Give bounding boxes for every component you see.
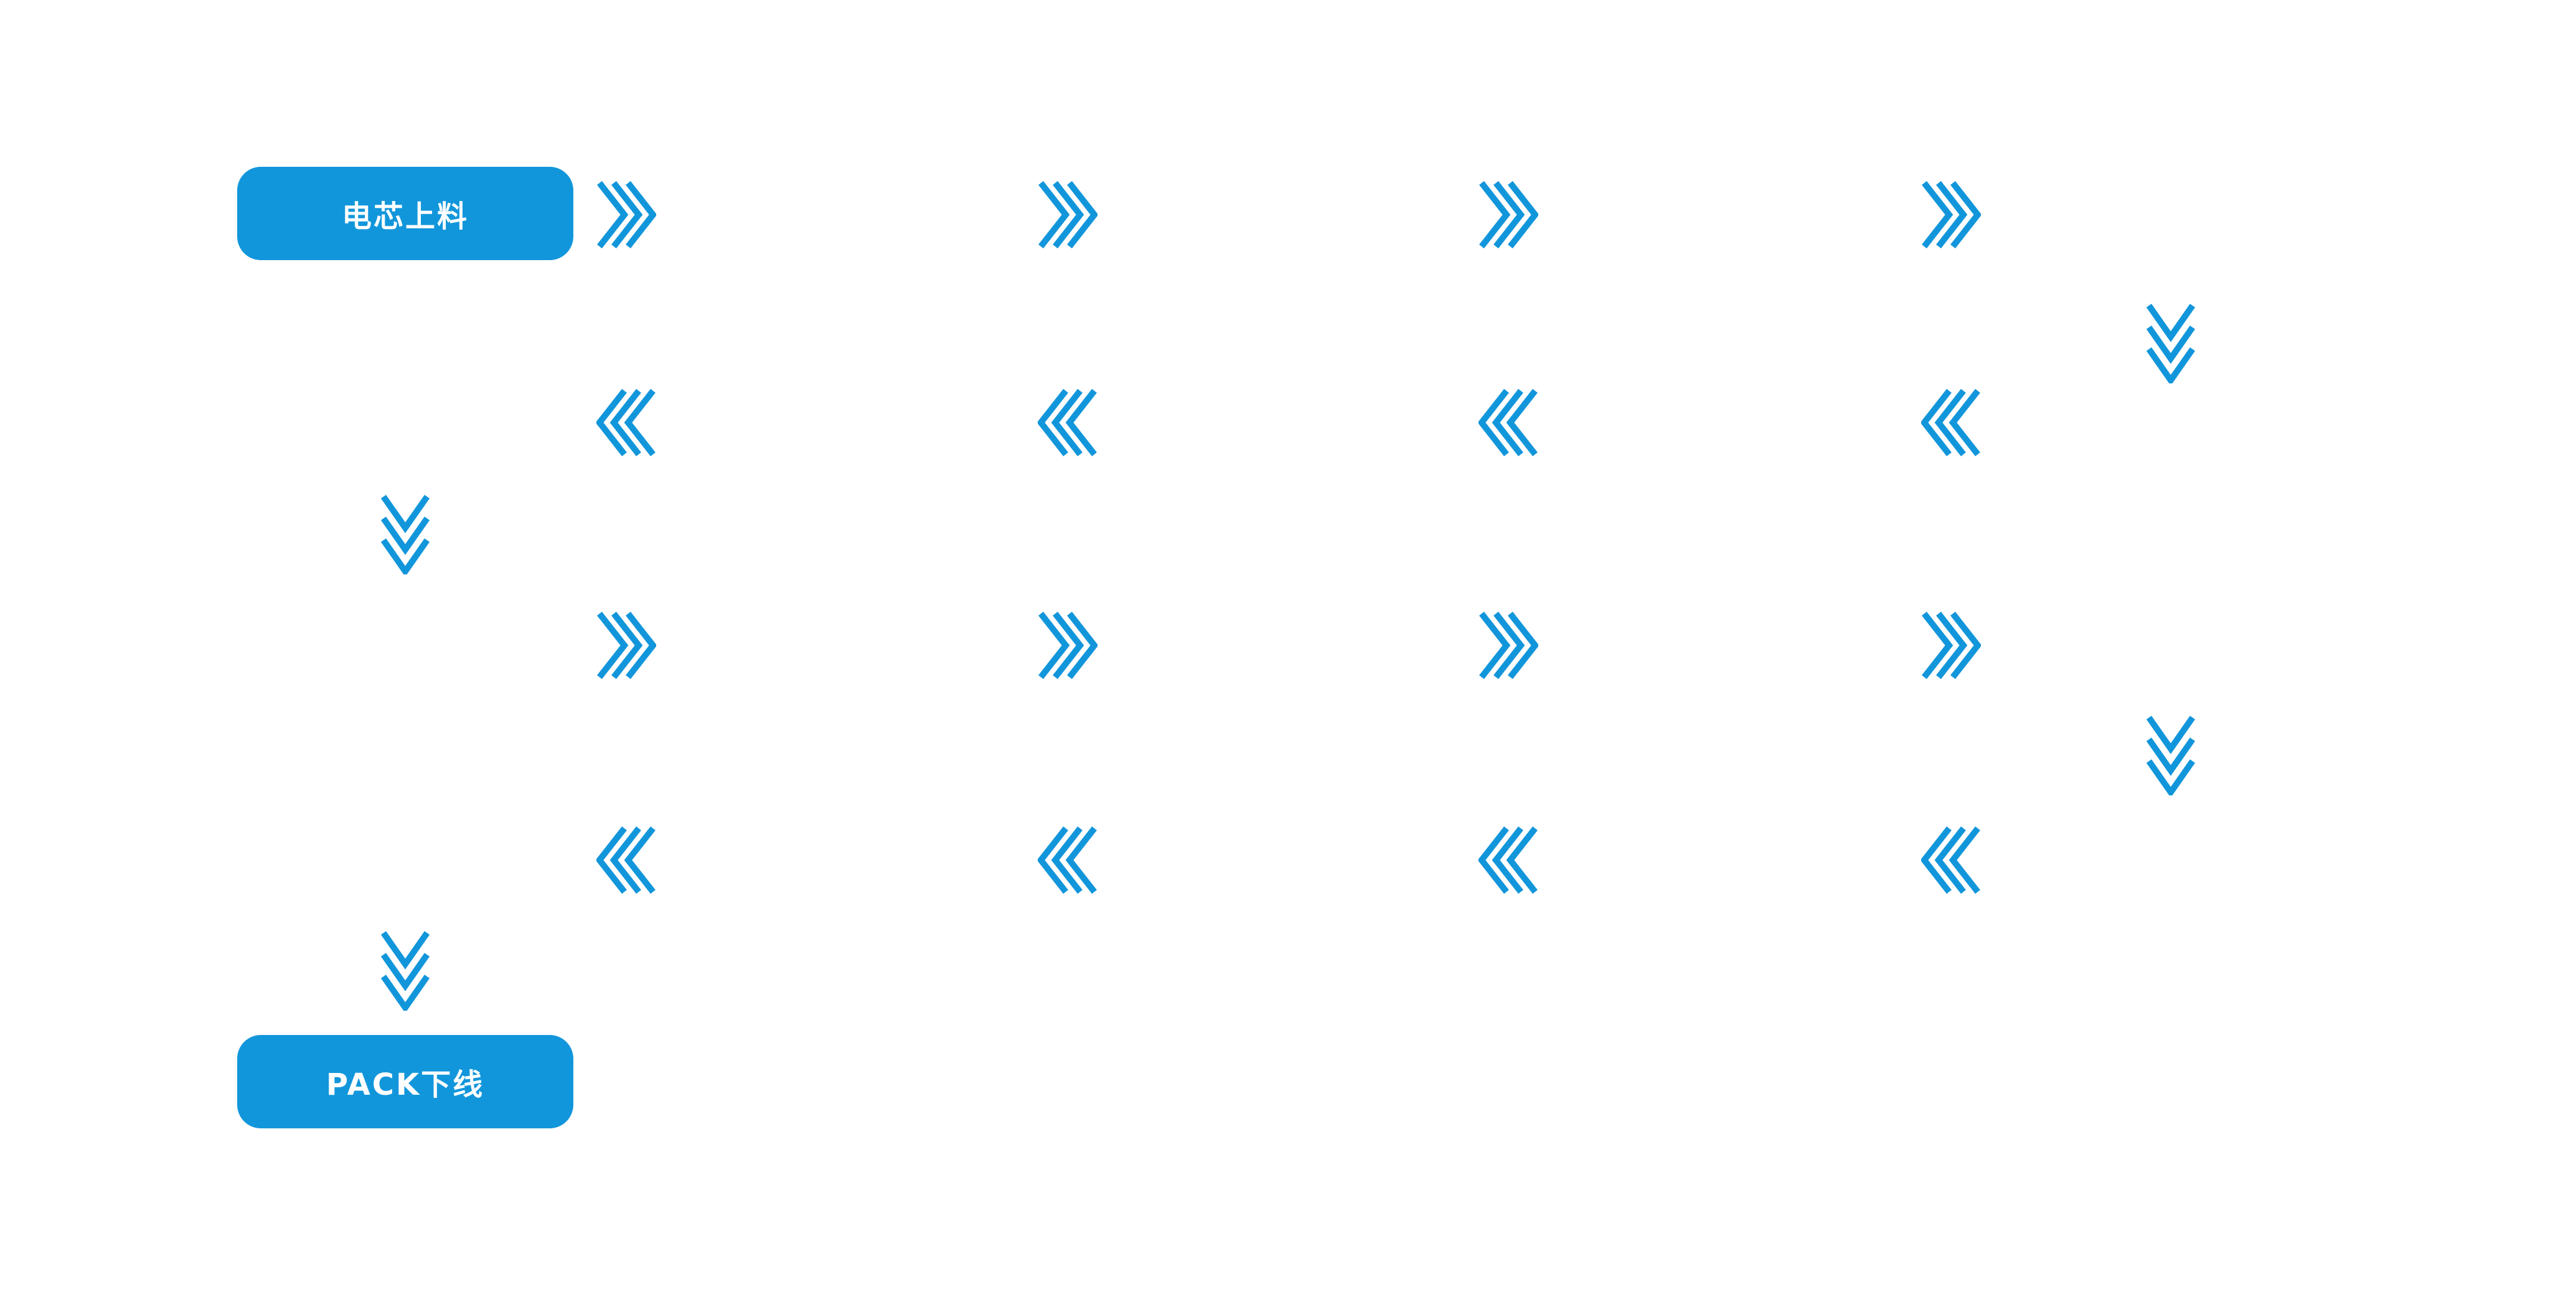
chevron-down-icon bbox=[381, 931, 430, 1011]
node-pack-offline: PACK下线 bbox=[237, 1035, 573, 1128]
chevron-right-icon bbox=[1038, 180, 1098, 249]
chevron-right-icon bbox=[1479, 611, 1538, 680]
chevron-left-icon bbox=[1921, 388, 1980, 457]
chevron-right-icon bbox=[597, 611, 656, 680]
chevron-right-icon bbox=[1479, 180, 1538, 249]
chevron-left-icon bbox=[1038, 826, 1097, 894]
node-cell-loading: 电芯上料 bbox=[237, 167, 573, 260]
chevron-left-icon bbox=[1478, 826, 1538, 894]
chevron-down-icon bbox=[2146, 304, 2195, 383]
node-pack-offline-label: PACK下线 bbox=[326, 1067, 485, 1102]
node-cell-loading-label: 电芯上料 bbox=[341, 199, 469, 234]
chevron-left-icon bbox=[596, 388, 656, 457]
chevron-down-icon bbox=[2146, 716, 2195, 795]
chevron-left-icon bbox=[1921, 826, 1980, 894]
chevron-left-icon bbox=[596, 826, 656, 894]
chevron-right-icon bbox=[1922, 611, 1981, 680]
chevron-right-icon bbox=[1038, 611, 1098, 680]
chevron-right-icon bbox=[597, 180, 656, 249]
chevron-down-icon bbox=[381, 495, 430, 574]
chevron-right-icon bbox=[1922, 180, 1981, 249]
chevron-left-icon bbox=[1478, 388, 1538, 457]
chevron-left-icon bbox=[1038, 388, 1097, 457]
